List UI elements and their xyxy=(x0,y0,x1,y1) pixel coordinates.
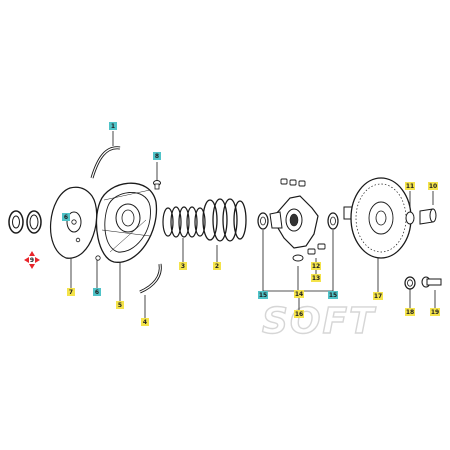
callout-badge xyxy=(311,262,321,270)
callout-17-18[interactable]: 17 xyxy=(373,292,383,300)
callout-16-17[interactable]: 16 xyxy=(294,310,304,318)
callout-7-7[interactable]: 7 xyxy=(67,288,75,296)
callout-18-19[interactable]: 18 xyxy=(405,308,415,316)
front-plate-part xyxy=(49,186,98,259)
selected-part-marker[interactable] xyxy=(24,251,40,269)
callout-number: 6 xyxy=(64,214,68,221)
callout-5-4[interactable]: 5 xyxy=(116,301,124,309)
callout-number: 15 xyxy=(329,292,337,299)
callout-badge xyxy=(153,152,161,160)
bushing-left-part xyxy=(257,212,269,230)
callout-badge xyxy=(430,308,440,316)
callout-badge xyxy=(141,318,149,326)
callout-number: 16 xyxy=(295,311,303,318)
bushing-right-part xyxy=(327,212,339,230)
callout-badge xyxy=(311,274,321,282)
callout-number: 4 xyxy=(143,319,147,326)
callout-badge xyxy=(405,182,415,190)
callout-number: 8 xyxy=(155,153,159,160)
callout-number: 9 xyxy=(30,257,34,264)
callout-badge xyxy=(179,262,187,270)
callout-15-15[interactable]: 15 xyxy=(258,291,268,299)
callout-badge xyxy=(258,291,268,299)
pulley-part xyxy=(343,177,412,259)
callout-2-1[interactable]: 2 xyxy=(213,262,221,270)
spring-2-part xyxy=(202,198,247,242)
callout-number: 17 xyxy=(374,293,382,300)
callout-number: 13 xyxy=(312,275,320,282)
callout-number: 2 xyxy=(215,263,219,270)
callout-number: 1 xyxy=(111,123,115,130)
callout-badge xyxy=(213,262,221,270)
callout-10-10[interactable]: 10 xyxy=(428,182,438,190)
callout-number: 11 xyxy=(406,183,414,190)
callout-badge xyxy=(62,213,70,221)
watermark: SOFT xyxy=(262,301,376,342)
callout-number: 18 xyxy=(406,309,414,316)
seal-ring-part xyxy=(8,210,42,234)
callout-1-0[interactable]: 1 xyxy=(109,122,117,130)
callout-number: 19 xyxy=(431,309,439,316)
roller-pieces-part xyxy=(280,178,326,255)
callout-badge xyxy=(93,288,101,296)
bolt-part xyxy=(421,276,442,288)
callout-number: 7 xyxy=(69,289,73,296)
nut-part xyxy=(404,276,416,290)
callout-number: 15 xyxy=(259,292,267,299)
callout-number: 5 xyxy=(118,302,122,309)
callout-badge xyxy=(294,310,304,318)
callout-11-11[interactable]: 11 xyxy=(405,182,415,190)
callout-number: 10 xyxy=(429,183,437,190)
callout-12-12[interactable]: 12 xyxy=(311,262,321,270)
callout-badge xyxy=(428,182,438,190)
callout-badge xyxy=(116,301,124,309)
screw-part xyxy=(153,180,161,190)
callout-badge xyxy=(373,292,383,300)
callout-badge xyxy=(67,288,75,296)
callout-9-9[interactable]: 9 xyxy=(30,257,34,264)
sleeve-part xyxy=(419,208,437,225)
callout-13-13[interactable]: 13 xyxy=(311,274,321,282)
spider-hub-part xyxy=(269,195,319,262)
callout-number: 6 xyxy=(95,289,99,296)
callout-4-3[interactable]: 4 xyxy=(141,318,149,326)
callout-6-5[interactable]: 6 xyxy=(62,213,70,221)
callout-14-14[interactable]: 14 xyxy=(294,290,304,298)
drum-housing-part xyxy=(95,182,158,263)
callout-number: 14 xyxy=(295,291,303,298)
callout-3-2[interactable]: 3 xyxy=(179,262,187,270)
callout-number: 3 xyxy=(181,263,185,270)
callout-badge xyxy=(328,291,338,299)
callout-15-16[interactable]: 15 xyxy=(328,291,338,299)
callout-number: 12 xyxy=(312,263,320,270)
small-washer-part xyxy=(405,211,415,225)
callout-badge xyxy=(109,122,117,130)
callout-badge xyxy=(294,290,304,298)
callout-badge xyxy=(405,308,415,316)
callout-6-6[interactable]: 6 xyxy=(93,288,101,296)
spring-3-part xyxy=(162,206,206,238)
callout-19-20[interactable]: 19 xyxy=(430,308,440,316)
callout-8-8[interactable]: 8 xyxy=(153,152,161,160)
